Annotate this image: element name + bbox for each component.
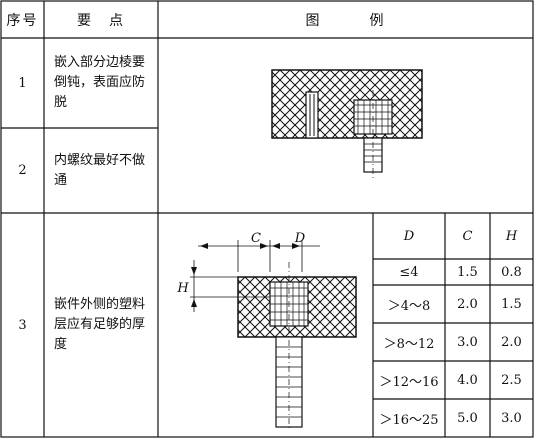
header-figure: 图 例 xyxy=(305,12,386,29)
subtable-row-5-d: ＞16～25 xyxy=(379,412,439,428)
row-1-text: 嵌入部分边棱要倒钝，表面应防脱 xyxy=(54,55,146,110)
dim-h-label: H xyxy=(177,280,189,296)
subtable-row-4-d: ＞12～16 xyxy=(379,374,439,390)
row-2-no: 2 xyxy=(18,163,27,178)
subtable-row-3-c: 3.0 xyxy=(457,334,478,350)
subtable-row-2-h: 1.5 xyxy=(501,296,522,312)
insert-figure-top xyxy=(271,69,423,178)
subtable-col-c: C xyxy=(462,228,473,244)
subtable-row-3-h: 2.0 xyxy=(501,334,522,350)
row-2-text: 内螺纹最好不做通 xyxy=(54,152,146,188)
subtable-col-d: D xyxy=(403,228,415,244)
insert-figure-bottom xyxy=(190,240,357,430)
dim-d-label: D xyxy=(294,230,306,246)
row-3-no: 3 xyxy=(18,317,27,333)
dim-c-label: C xyxy=(251,230,261,246)
subtable-row-5-h: 3.0 xyxy=(501,410,522,426)
row-3-text: 嵌件外侧的塑料层应有足够的厚度 xyxy=(54,297,146,352)
subtable-col-h: H xyxy=(505,228,518,244)
header-no: 序号 xyxy=(6,12,39,29)
subtable-row-3-d: ＞8～12 xyxy=(383,336,435,352)
subtable-row-2-d: ＞4～8 xyxy=(387,298,431,314)
subtable-row-2-c: 2.0 xyxy=(457,296,478,312)
subtable-row-4-c: 4.0 xyxy=(457,372,478,388)
subtable-row-1-h: 0.8 xyxy=(501,264,522,280)
subtable-row-5-c: 5.0 xyxy=(457,410,478,426)
subtable-row-1-c: 1.5 xyxy=(457,264,478,280)
subtable-row-1-d: ≤4 xyxy=(399,264,419,280)
subtable-row-4-h: 2.5 xyxy=(501,372,522,388)
header-points: 要 点 xyxy=(77,12,125,29)
row-1-no: 1 xyxy=(18,75,27,91)
